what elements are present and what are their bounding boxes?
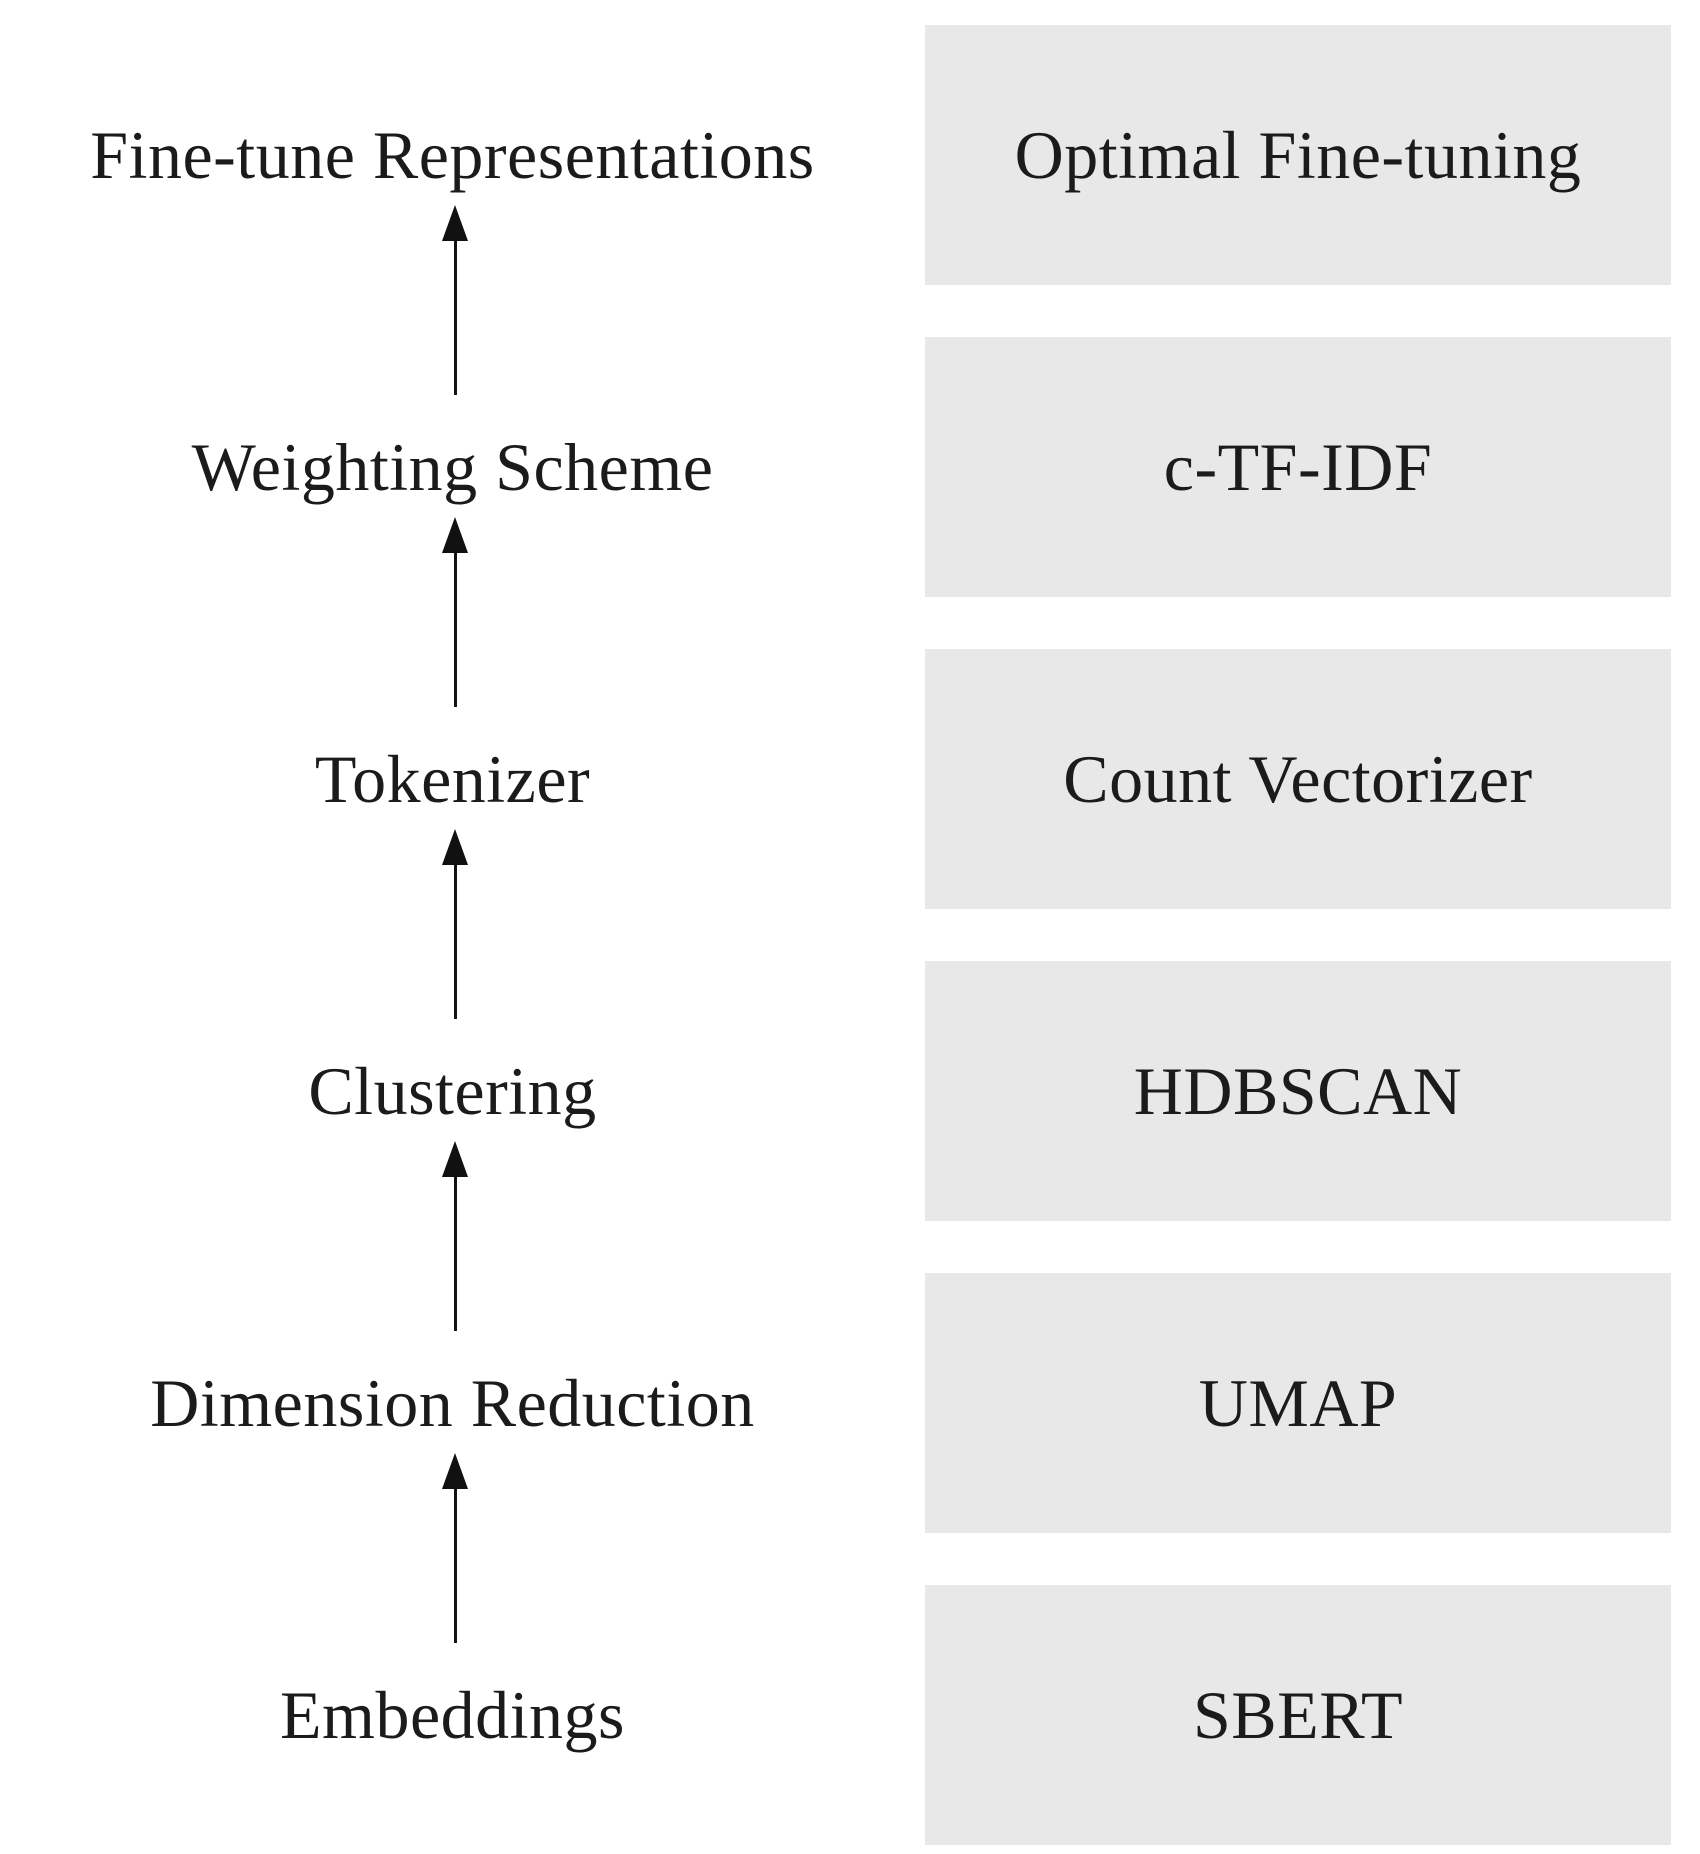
stage-label-clustering: Clustering bbox=[308, 1053, 597, 1129]
arrow-head bbox=[442, 517, 468, 553]
method-box-sbert: SBERT bbox=[925, 1585, 1671, 1845]
method-box-optimal-fine-tuning: Optimal Fine-tuning bbox=[925, 25, 1671, 285]
up-arrow-icon bbox=[440, 1453, 470, 1643]
stage-label-dimension-reduction: Dimension Reduction bbox=[150, 1365, 755, 1441]
method-box-umap: UMAP bbox=[925, 1273, 1671, 1533]
method-box-c-tf-idf: c-TF-IDF bbox=[925, 337, 1671, 597]
arrow-head bbox=[442, 1453, 468, 1489]
up-arrow-icon bbox=[440, 205, 470, 395]
stage-label-embeddings: Embeddings bbox=[280, 1677, 625, 1753]
stage-label-fine-tune-representations: Fine-tune Representations bbox=[90, 117, 815, 193]
arrow-shaft bbox=[453, 553, 457, 707]
arrow-shaft bbox=[453, 1177, 457, 1331]
up-arrow-icon bbox=[440, 517, 470, 707]
up-arrow-icon bbox=[440, 829, 470, 1019]
arrow-head bbox=[442, 1141, 468, 1177]
stage-label-tokenizer: Tokenizer bbox=[314, 741, 591, 817]
arrow-shaft bbox=[453, 1489, 457, 1643]
arrow-head bbox=[442, 829, 468, 865]
up-arrow-icon bbox=[440, 1141, 470, 1331]
arrow-shaft bbox=[453, 865, 457, 1019]
method-box-count-vectorizer: Count Vectorizer bbox=[925, 649, 1671, 909]
method-box-hdbscan: HDBSCAN bbox=[925, 961, 1671, 1221]
stage-label-weighting-scheme: Weighting Scheme bbox=[191, 429, 714, 505]
arrow-shaft bbox=[453, 241, 457, 395]
arrow-head bbox=[442, 205, 468, 241]
